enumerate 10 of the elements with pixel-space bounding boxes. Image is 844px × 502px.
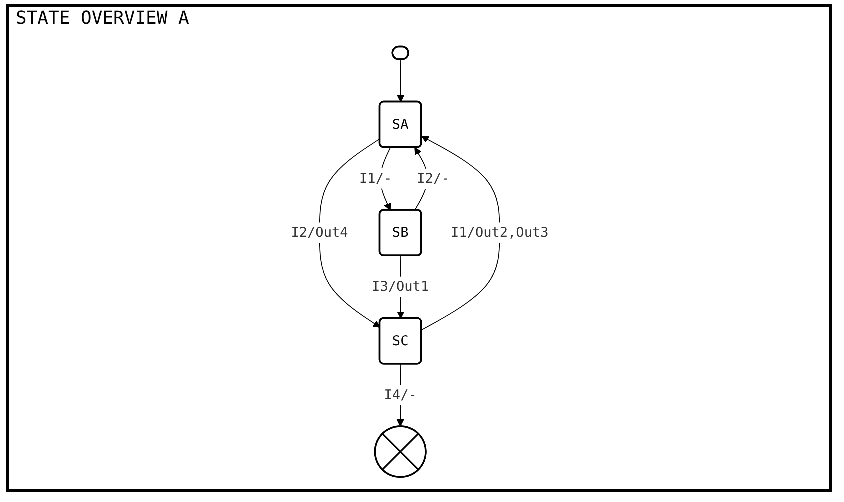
arrow	[319, 138, 381, 328]
arrow	[421, 136, 500, 331]
edge-label: I3/Out1	[372, 278, 430, 295]
edge-label: I1/Out2,Out3	[451, 224, 549, 240]
diagram-title: STATE OVERVIEW A	[16, 8, 190, 29]
edge-label: I4/-	[384, 386, 417, 403]
edge-label: I1/-	[360, 170, 392, 186]
edge-label: I2/-	[417, 170, 450, 187]
arrow	[397, 59, 405, 102]
edge-label: I2/Out4	[291, 224, 348, 240]
